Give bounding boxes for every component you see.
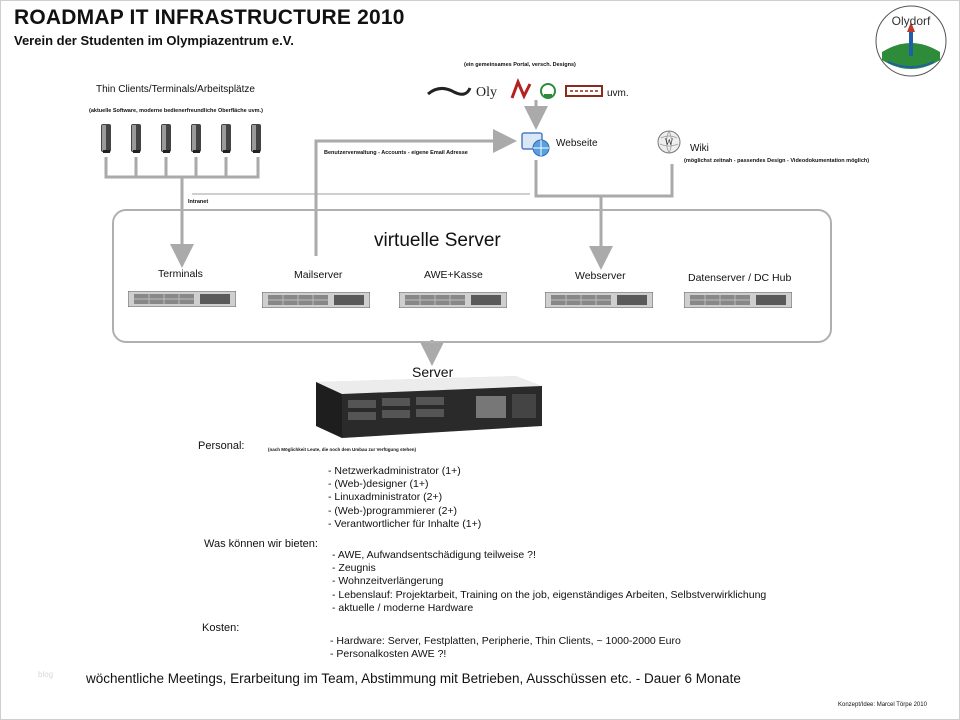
rack-server-icon xyxy=(128,291,236,307)
list-item: - Lebenslauf: Projektarbeit, Training on… xyxy=(332,588,767,601)
thin-client-icon xyxy=(191,124,201,153)
page-subtitle: Verein der Studenten im Olympiazentrum e… xyxy=(14,33,294,48)
list-item: - Verantwortlicher für Inhalte (1+) xyxy=(328,517,482,530)
list-item: - Personalkosten AWE ?! xyxy=(330,648,447,661)
wiki-note: (möglichst zeitnah - passendes Design - … xyxy=(684,158,870,164)
logo-text: Olydorf xyxy=(892,14,931,28)
festival-logo xyxy=(565,85,603,97)
list-item: - AWE, Aufwandsentschädigung teilweise ?… xyxy=(332,549,536,561)
disco-logo xyxy=(510,78,532,100)
svg-text:Oly: Oly xyxy=(476,85,497,100)
costs-heading: Kosten: xyxy=(202,622,240,634)
costs-list: - Hardware: Server, Festplatten, Periphe… xyxy=(330,635,681,661)
olydorf-logo: Olydorf xyxy=(875,5,947,77)
offer-heading: Was können wir bieten: xyxy=(204,538,318,550)
wiki-label: Wiki xyxy=(690,143,709,154)
server-label-mailserver: Mailserver xyxy=(294,269,343,281)
rack-server-icon xyxy=(545,292,653,308)
bierstube-logo xyxy=(427,87,472,96)
server-label: Server xyxy=(412,364,454,380)
credit-text: Konzept/Idee: Marcel Törpe 2010 xyxy=(838,702,927,708)
thin-client-icon xyxy=(251,124,261,153)
thin-client-icon xyxy=(131,124,141,153)
portal-logos: Oly xyxy=(427,78,603,100)
wikipedia-globe-icon: W xyxy=(657,130,681,154)
virtual-server-box xyxy=(112,209,832,343)
list-item: - Wohnzeitverlängerung xyxy=(332,575,444,588)
virtual-server-title: virtuelle Server xyxy=(374,230,501,251)
thin-client-icon xyxy=(221,124,231,153)
server-label-webserver: Webserver xyxy=(575,270,626,282)
watermark: blog xyxy=(38,670,54,679)
portal-more: uvm. xyxy=(607,88,629,99)
rack-server-icon xyxy=(684,292,792,308)
list-item: - aktuelle / moderne Hardware xyxy=(332,601,474,614)
list-item: - Zeugnis xyxy=(332,562,376,575)
list-item: - Hardware: Server, Festplatten, Periphe… xyxy=(330,635,681,647)
personal-note: (nach Möglichkeit Leute, die noch dem Um… xyxy=(268,447,417,452)
portal-note: (ein gemeinsames Portal, versch. Designs… xyxy=(464,62,576,68)
personal-list: - Netzwerkadministrator (1+) - (Web-)des… xyxy=(328,465,481,531)
mail-to-webseite-arrow xyxy=(314,129,517,256)
page-title: ROADMAP IT INFRASTRUCTURE 2010 xyxy=(14,6,405,29)
bar-logo xyxy=(540,83,556,99)
clients-title: Thin Clients/Terminals/Arbeitsplätze xyxy=(96,84,255,95)
rack-server-icon xyxy=(399,292,507,308)
list-item: - Netzwerkadministrator (1+) xyxy=(328,465,461,477)
webseite-label: Webseite xyxy=(556,138,598,149)
intranet-label: Intranet xyxy=(188,199,209,205)
rack-server-icon xyxy=(262,292,370,308)
physical-server-image xyxy=(316,376,542,438)
clients-note: (aktuelle Software, moderne bedienerfreu… xyxy=(89,108,263,114)
offer-list: - AWE, Aufwandsentschädigung teilweise ?… xyxy=(332,549,766,615)
list-item: - Linuxadministrator (2+) xyxy=(328,491,443,504)
svg-text:W: W xyxy=(665,137,674,147)
web-globe-icon xyxy=(521,132,550,157)
oly-logo: Oly xyxy=(476,85,497,100)
list-item: - (Web-)designer (1+) xyxy=(328,478,429,491)
thin-client-icon xyxy=(161,124,171,153)
thin-client-icon xyxy=(101,124,111,153)
personal-heading: Personal: xyxy=(198,440,245,452)
list-item: - (Web-)programmierer (2+) xyxy=(328,504,458,517)
accounts-label: Benutzerverwaltung - Accounts - eigene E… xyxy=(324,150,468,156)
server-label-terminals: Terminals xyxy=(158,268,203,280)
server-label-awe-kasse: AWE+Kasse xyxy=(424,269,483,281)
footer-text: wöchentliche Meetings, Erarbeitung im Te… xyxy=(86,671,741,686)
server-label-datenserver: Datenserver / DC Hub xyxy=(688,272,792,284)
